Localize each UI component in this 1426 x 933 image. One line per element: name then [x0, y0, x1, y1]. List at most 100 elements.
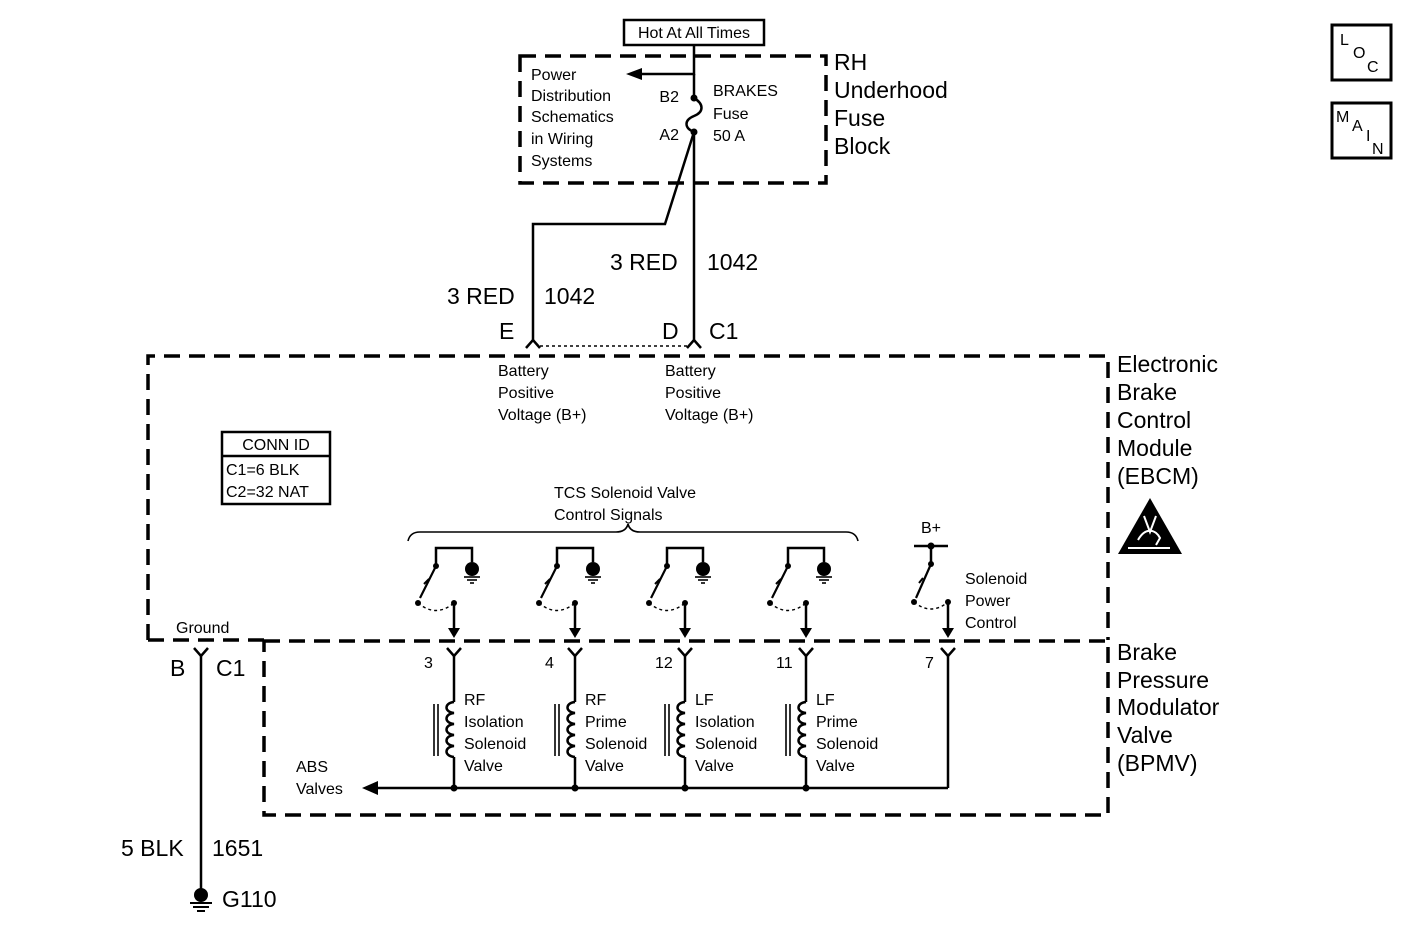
solenoid-label: Valve	[464, 758, 503, 775]
svg-text:Battery: Battery	[498, 363, 549, 380]
fuse-block-name: RH Underhood Fuse Block	[834, 49, 948, 159]
svg-text:(BPMV): (BPMV)	[1117, 750, 1198, 776]
solenoid-label: Solenoid	[816, 736, 878, 753]
main-button[interactable]: M A I N	[1330, 101, 1393, 160]
solenoid-label: RF	[464, 692, 486, 709]
svg-text:Fuse: Fuse	[834, 105, 885, 131]
svg-text:Positive: Positive	[498, 385, 554, 402]
solenoid-label: Isolation	[695, 714, 755, 731]
esd-sensitive-icon	[1118, 498, 1182, 554]
solenoid-label: Valve	[585, 758, 624, 775]
wire-d-color: 3 RED	[610, 249, 678, 275]
ground-terminal	[193, 647, 209, 658]
svg-text:Electronic: Electronic	[1117, 351, 1218, 377]
wire-e	[531, 131, 696, 340]
ebcm-name: Electronic Brake Control Module (EBCM)	[1117, 351, 1218, 489]
solenoid-label: LF	[695, 692, 714, 709]
svg-text:Systems: Systems	[531, 153, 592, 170]
bpmv-pin: 4	[545, 655, 554, 672]
ground-wire-circuit: 1651	[212, 835, 263, 861]
hot-at-all-times-box: Hot At All Times	[622, 18, 766, 47]
loc-char: L	[1340, 32, 1349, 49]
solenoid-driver-switches	[415, 546, 832, 638]
solenoid-label: Solenoid	[585, 736, 647, 753]
feed-wire	[640, 45, 696, 76]
power-distribution-reference[interactable]: Power Distribution Schematics in Wiring …	[531, 67, 614, 170]
svg-text:Voltage (B+): Voltage (B+)	[498, 407, 587, 424]
svg-text:Control: Control	[965, 615, 1017, 632]
ground-pin: B	[170, 655, 185, 681]
conn-id-row: C1=6 BLK	[226, 462, 300, 479]
svg-text:Battery: Battery	[665, 363, 716, 380]
loc-button[interactable]: L O C	[1330, 23, 1393, 82]
svg-text:RH: RH	[834, 49, 867, 75]
svg-text:(EBCM): (EBCM)	[1117, 463, 1199, 489]
pin-d-terminal	[686, 338, 702, 349]
bpmv-pin: 12	[655, 655, 673, 672]
solenoid-label: Prime	[585, 714, 627, 731]
tcs-driver-switch	[646, 546, 711, 638]
svg-text:in Wiring: in Wiring	[531, 131, 593, 148]
tcs-label: TCS Solenoid Valve	[554, 485, 696, 502]
solenoid-label: RF	[585, 692, 607, 709]
bpmv-outline	[262, 639, 1110, 817]
bpmv-name: Brake Pressure Modulator Valve (BPMV)	[1117, 639, 1220, 776]
hot-label: Hot At All Times	[638, 25, 750, 42]
ground-label: Ground	[176, 620, 229, 637]
tcs-brace	[407, 523, 859, 542]
arrow-left-icon	[362, 781, 378, 795]
bplus-label-d: Battery Positive Voltage (B+)	[665, 363, 754, 424]
abs-valves-label: Valves	[296, 781, 343, 798]
solenoid-label: Isolation	[464, 714, 524, 731]
bplus-supply-label: B+	[921, 520, 941, 537]
solenoid-power-switch: B+ Solenoid Power Control	[911, 520, 1027, 638]
tcs-label: Control Signals	[554, 507, 663, 524]
bplus-label-e: Battery Positive Voltage (B+)	[498, 363, 587, 424]
solenoid-label: Solenoid	[464, 736, 526, 753]
main-char: I	[1366, 128, 1370, 145]
arrow-left-icon	[626, 68, 642, 80]
tcs-driver-switch	[767, 546, 832, 638]
fuse-word: Fuse	[713, 106, 749, 123]
svg-text:Power: Power	[965, 593, 1011, 610]
svg-text:Brake: Brake	[1117, 639, 1177, 665]
ground-icon	[190, 888, 212, 912]
svg-text:Module: Module	[1117, 435, 1192, 461]
tcs-driver-switch	[415, 546, 480, 638]
tcs-driver-switch	[536, 546, 601, 638]
svg-text:Modulator: Modulator	[1117, 694, 1220, 720]
fuse-pin-b2: B2	[659, 89, 679, 106]
loc-char: C	[1367, 59, 1379, 76]
conn-id-box: CONN ID C1=6 BLK C2=32 NAT	[220, 430, 332, 506]
ground-wire-color: 5 BLK	[121, 835, 184, 861]
solenoid-label: LF	[816, 692, 835, 709]
abs-valves-label: ABS	[296, 759, 328, 776]
svg-text:Block: Block	[834, 133, 891, 159]
bpmv-pin: 11	[776, 655, 793, 672]
loc-char: O	[1353, 45, 1365, 62]
conn-id-row: C2=32 NAT	[226, 484, 309, 501]
fuse-rating: 50 A	[713, 128, 745, 145]
svg-text:Pressure: Pressure	[1117, 667, 1209, 693]
brakes-fuse: B2 A2 BRAKES Fuse 50 A	[659, 74, 778, 145]
ground-connector: C1	[216, 655, 245, 681]
wire-e-circuit: 1042	[544, 283, 595, 309]
fuse-pin-a2: A2	[659, 127, 679, 144]
main-char: N	[1372, 141, 1384, 158]
pin-e: E	[499, 318, 514, 344]
main-char: M	[1336, 109, 1349, 126]
bpmv-pin: 3	[424, 655, 433, 672]
svg-text:Power: Power	[531, 67, 577, 84]
solenoid-label: Valve	[695, 758, 734, 775]
svg-text:Control: Control	[1117, 407, 1191, 433]
svg-text:Voltage (B+): Voltage (B+)	[665, 407, 754, 424]
main-char: A	[1352, 118, 1363, 135]
svg-text:Distribution: Distribution	[531, 88, 611, 105]
solenoid-label: Prime	[816, 714, 858, 731]
pin-e-terminal	[525, 338, 541, 349]
